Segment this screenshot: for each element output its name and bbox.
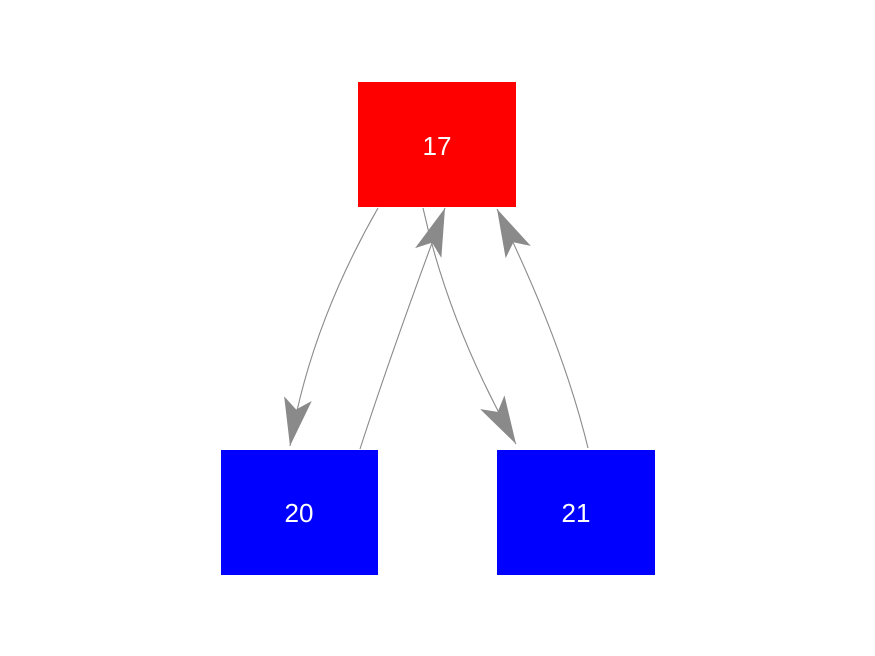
node-17-label: 17 [423,131,452,161]
node-21[interactable] [497,450,655,575]
node-20[interactable] [221,450,378,575]
node-layer: 17 20 21 [221,82,655,575]
node-21-label: 21 [562,498,591,528]
edge-21-to-17 [496,208,589,449]
edge-layer [284,207,589,450]
node-17[interactable] [358,82,516,207]
node-20-label: 20 [285,498,314,528]
edge-17-to-20 [284,207,379,447]
edge-17-to-21 [422,207,517,445]
